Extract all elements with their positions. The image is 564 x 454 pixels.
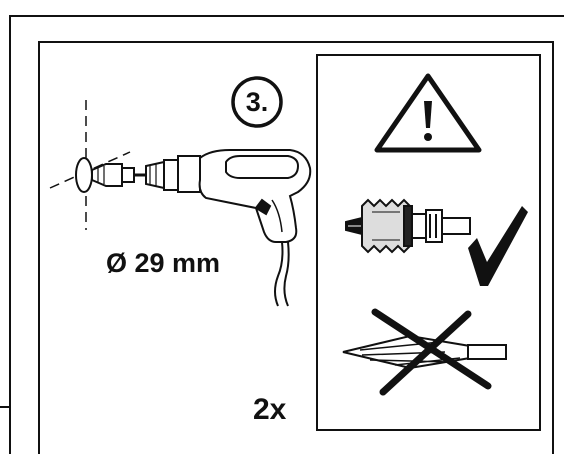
step-number-circle: [231, 76, 283, 128]
quantity-label: 2x: [253, 393, 287, 426]
cross-out-icon: [371, 308, 492, 396]
power-drill-icon: [49, 100, 312, 307]
step-number: 3.: [245, 87, 269, 117]
checkmark-icon: [468, 206, 528, 286]
warning-triangle-icon: [374, 73, 482, 153]
outer-frame: [0, 15, 564, 454]
instruction-panel: [38, 41, 554, 454]
tool-choice-panel: [316, 54, 541, 431]
hole-saw-icon: [345, 198, 471, 254]
diameter-label: Ø 29 mm: [106, 248, 221, 278]
